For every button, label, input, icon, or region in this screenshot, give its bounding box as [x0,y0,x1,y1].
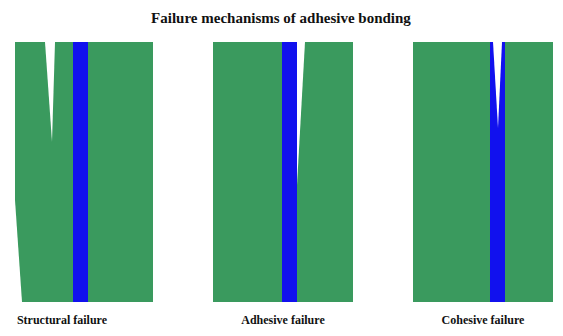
adherend [413,42,553,302]
adhesive-failure-joint [213,42,353,302]
cohesive-failure-joint [413,42,553,302]
panel-caption: Adhesive failure [241,313,324,328]
adherend [213,42,353,302]
adhesive-layer [73,42,88,302]
crack [297,42,305,185]
adhesive-layer [282,42,297,302]
structural-failure-joint [15,42,153,302]
crack [493,42,502,128]
crack [45,42,55,142]
adherend [15,42,153,302]
panel-caption: Structural failure [17,313,107,328]
diagram-title: Failure mechanisms of adhesive bonding [151,10,411,27]
adhesive-layer [490,42,505,302]
panel-caption: Cohesive failure [442,313,525,328]
